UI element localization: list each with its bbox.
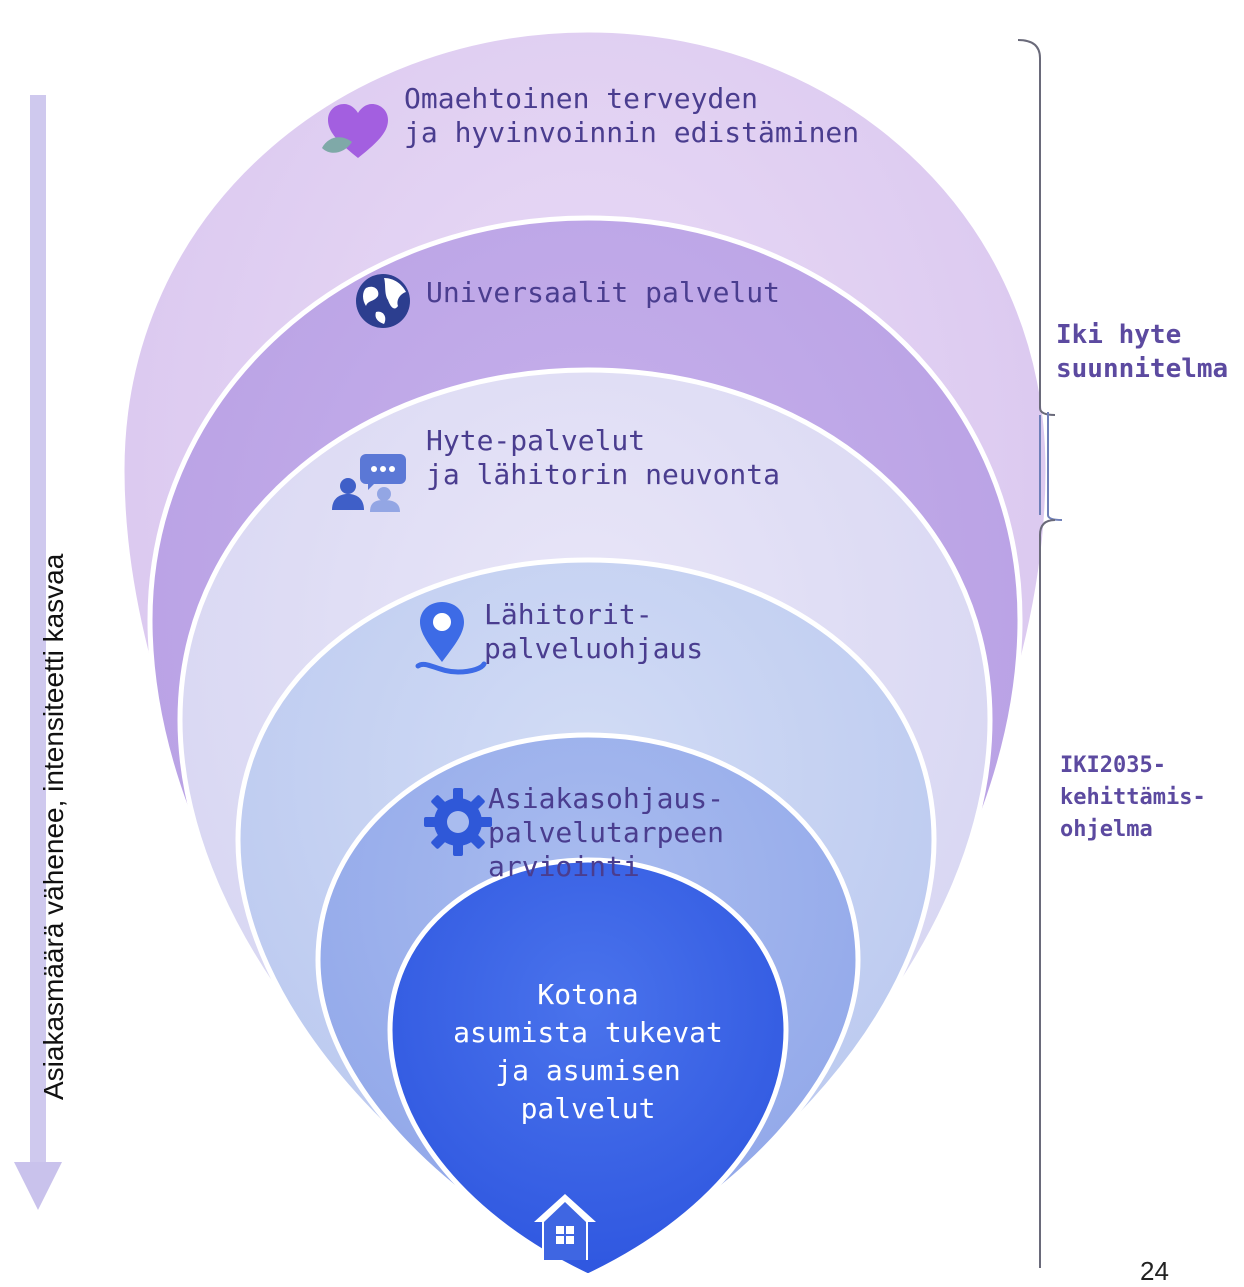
gear-icon bbox=[424, 788, 492, 856]
arrow-shaft bbox=[30, 95, 46, 1175]
globe-icon bbox=[356, 274, 410, 328]
arrow-label: Asiakasmäärä vähenee, intensiteetti kasv… bbox=[38, 553, 69, 1100]
bracket-label-iki-hyte: Iki hyte suunnitelma bbox=[1056, 320, 1229, 384]
layer-4-label: Lähitorit- palveluohjaus bbox=[484, 598, 704, 665]
layer-2-label: Universaalit palvelut bbox=[426, 276, 781, 309]
layer-1-label: Omaehtoinen terveyden ja hyvinvoinnin ed… bbox=[404, 82, 860, 149]
bracket-lower bbox=[1039, 519, 1056, 1268]
location-pin-icon bbox=[415, 602, 487, 675]
arrow-head bbox=[14, 1162, 62, 1210]
page-number: 24 bbox=[1140, 1256, 1169, 1286]
bracket-label-iki2035: IKI2035- kehittämis- ohjelma bbox=[1060, 753, 1206, 842]
bracket-middle bbox=[1039, 412, 1063, 521]
layer-5-label: Asiakasohjaus- palvelutarpeen arviointi bbox=[488, 782, 725, 883]
house-icon bbox=[534, 1194, 596, 1260]
layer-6-shape bbox=[387, 857, 789, 1279]
layer-3-label: Hyte-palvelut ja lähitorin neuvonta bbox=[426, 424, 781, 491]
heart-leaf-icon bbox=[322, 104, 388, 158]
layer-6-label: Kotona asumista tukevat ja asumisen palv… bbox=[453, 978, 723, 1125]
people-chat-icon bbox=[332, 454, 406, 512]
